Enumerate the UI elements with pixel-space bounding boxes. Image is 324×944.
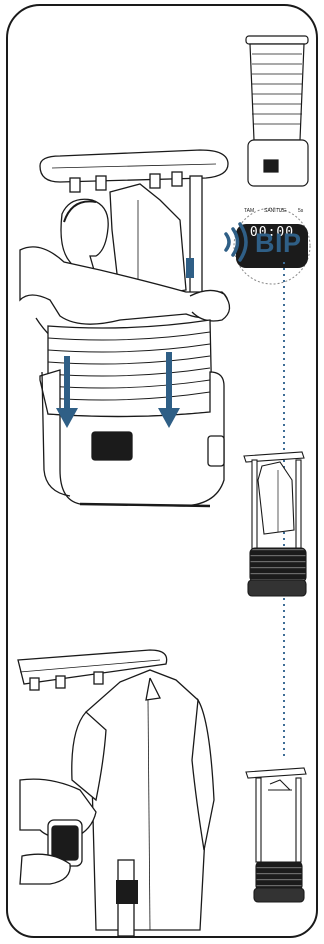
beep-label: BIP xyxy=(255,228,302,259)
thumbnail-shirt-hanging xyxy=(244,452,306,596)
main-scene-compress xyxy=(20,150,230,506)
timer-scale-mid: SANITIZE xyxy=(264,208,287,214)
timer-scale-right: 5s xyxy=(298,208,303,214)
thumbnail-open-steamer xyxy=(246,768,306,902)
timer-scale-left: TAM xyxy=(244,208,254,214)
thumbnail-collapsed-steamer xyxy=(246,36,308,186)
timer-unit: mn xyxy=(273,219,297,224)
bottom-scene-steaming xyxy=(18,650,214,936)
